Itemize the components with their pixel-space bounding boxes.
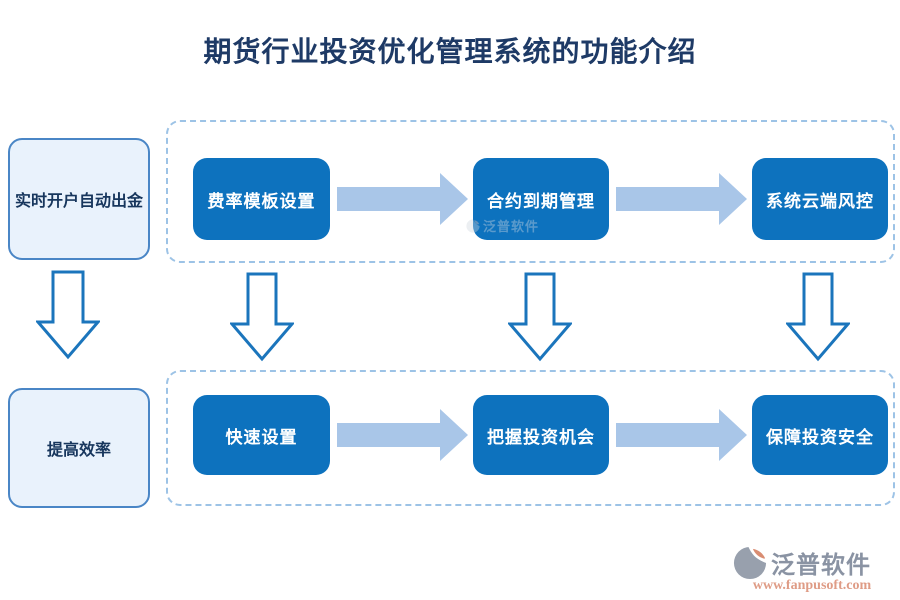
flow-box-quick-setup: 快速设置 bbox=[193, 395, 330, 475]
side-box-efficiency: 提高效率 bbox=[8, 388, 150, 508]
flow-box-investment-safety: 保障投资安全 bbox=[752, 395, 888, 475]
right-arrow-icon bbox=[616, 409, 747, 461]
flow-box-cloud-risk: 系统云端风控 bbox=[752, 158, 888, 240]
fanpu-logo-icon bbox=[733, 545, 767, 579]
right-arrow-icon bbox=[616, 173, 747, 225]
flow-box-contract-expiry: 合约到期管理 bbox=[473, 158, 609, 240]
flow-box-investment-safety-label: 保障投资安全 bbox=[766, 427, 874, 447]
flow-box-rate-template: 费率模板设置 bbox=[193, 158, 330, 240]
footer-brand-name: 泛普软件 bbox=[771, 552, 871, 579]
flow-box-cloud-risk-label: 系统云端风控 bbox=[766, 191, 874, 211]
side-box-realtime-account: 实时开户自动出金 bbox=[8, 138, 150, 260]
flow-box-seize-opportunity: 把握投资机会 bbox=[473, 395, 609, 475]
footer-brand-url: www.fanpusoft.com bbox=[752, 578, 872, 593]
right-arrow-icon bbox=[337, 409, 468, 461]
flow-box-seize-opportunity-label: 把握投资机会 bbox=[487, 427, 595, 447]
down-arrow-left-icon bbox=[36, 270, 100, 360]
top-group-frame bbox=[166, 120, 895, 263]
side-box-realtime-label: 实时开户自动出金 bbox=[14, 193, 143, 210]
bottom-group-frame bbox=[166, 370, 895, 506]
right-arrow-icon bbox=[337, 173, 468, 225]
footer-logo-row: 泛普软件 bbox=[733, 545, 891, 580]
down-arrow-icon bbox=[230, 272, 294, 362]
down-arrow-icon bbox=[786, 272, 850, 362]
footer-logo: 泛普软件 www.fanpusoft.com bbox=[733, 545, 891, 594]
down-arrow-icon bbox=[508, 272, 572, 362]
flow-box-rate-template-label: 费率模板设置 bbox=[207, 191, 316, 211]
flow-box-contract-expiry-label: 合约到期管理 bbox=[487, 191, 595, 211]
side-box-efficiency-label: 提高效率 bbox=[46, 442, 111, 459]
flow-box-quick-setup-label: 快速设置 bbox=[225, 427, 298, 447]
page-title: 期货行业投资优化管理系统的功能介绍 bbox=[203, 37, 697, 68]
